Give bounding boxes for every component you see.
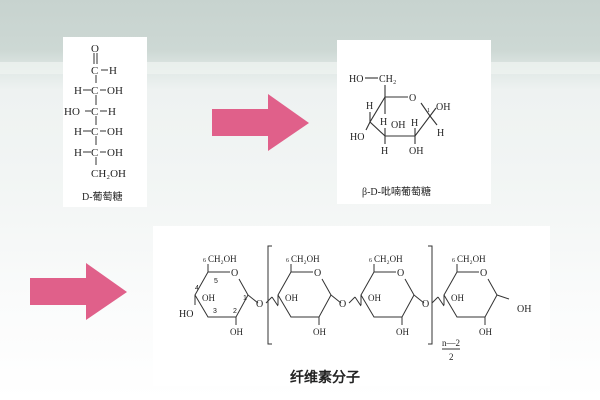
carbon-number: 3 (213, 308, 217, 315)
oh-label: OH (368, 293, 381, 303)
atom: C (91, 126, 98, 138)
ch2oh-label: CH₂OH (291, 254, 320, 264)
ho-label: HO (179, 309, 193, 320)
atom: H (366, 101, 373, 112)
glucopyranose-structure: HO CH₂ O H H OH 1 H HO OH H H OH β-D-吡喃葡… (349, 74, 450, 198)
atom: CH₂ (379, 74, 396, 85)
glycosidic-oxygen: O (256, 299, 263, 310)
atom: H (109, 65, 117, 77)
atom: OH (107, 85, 123, 97)
bond (330, 294, 342, 304)
glycosidic-oxygen: O (339, 299, 346, 310)
carbon-number: 4 (195, 285, 199, 292)
bond (271, 296, 279, 307)
atom: OH (436, 102, 450, 113)
atom: OH (391, 120, 405, 131)
atom: H (108, 106, 116, 118)
atom: HO (64, 106, 80, 118)
atom: OH (409, 146, 423, 157)
d-glucose-panel: O C H H C OH HO C H H C OH H C OH CH₂OH … (63, 37, 147, 207)
carbon-number: 6 (369, 258, 372, 264)
glucopyranose-caption: β-D-吡喃葡萄糖 (362, 185, 431, 198)
bond (413, 294, 425, 304)
atom: C (91, 147, 98, 159)
bond (348, 296, 356, 304)
bond (265, 296, 273, 304)
glycosidic-oxygen: O (422, 299, 429, 310)
carbon-number: 6 (286, 258, 289, 264)
atom: OH (107, 147, 123, 159)
atom: C (91, 85, 98, 97)
bond (437, 296, 445, 307)
atom: O (91, 43, 99, 55)
oh-label: OH (313, 327, 326, 337)
carbon-number: 6 (452, 258, 455, 264)
carbon-number: 1 (427, 108, 430, 114)
atom: HO (350, 132, 364, 143)
oh-label: OH (285, 293, 298, 303)
arrow-right-icon (212, 94, 309, 151)
ring-oxygen: O (409, 93, 416, 104)
ring-oxygen: O (397, 268, 404, 279)
repeat-count-bottom: 2 (449, 352, 454, 362)
atom: H (74, 126, 82, 138)
carbon-number: 2 (233, 308, 237, 315)
atom: CH₂OH (91, 168, 126, 180)
bond (354, 296, 362, 307)
oh-label: OH (202, 293, 215, 303)
ring-oxygen: O (231, 268, 238, 279)
ch2oh-label: CH₂OH (374, 254, 403, 264)
atom: H (437, 128, 444, 139)
oh-label: OH (451, 293, 464, 303)
atom: C (91, 65, 98, 77)
bond (431, 296, 439, 304)
d-glucose-caption: D-葡萄糖 (82, 190, 123, 203)
atom: C (91, 106, 98, 118)
bracket-left (267, 245, 272, 345)
d-glucose-structure: O C H H C OH HO C H H C OH H C OH CH₂OH … (64, 43, 126, 203)
atom: H (74, 147, 82, 159)
ring-oxygen: O (480, 268, 487, 279)
carbon-number: 1 (243, 295, 247, 302)
bond (247, 294, 259, 304)
oh-label: OH (230, 327, 243, 337)
oh-label: OH (479, 327, 492, 337)
atom: HO (349, 74, 363, 85)
atom: H (411, 118, 418, 129)
beta-d-glucopyranose-panel: HO CH₂ O H H OH 1 H HO OH H H OH β-D-吡喃葡… (337, 40, 491, 204)
carbon-number: 5 (214, 278, 218, 285)
ring-oxygen: O (314, 268, 321, 279)
repeat-count-top: n—2 (442, 338, 460, 348)
arrow-right-icon (30, 263, 127, 320)
ch2oh-label: CH₂OH (457, 254, 486, 264)
atom: H (74, 85, 82, 97)
bond (496, 294, 510, 300)
ch2oh-label: CH₂OH (208, 254, 237, 264)
oh-label: OH (396, 327, 409, 337)
carbon-number: 6 (203, 258, 206, 264)
cellulose-caption: 纤维素分子 (290, 369, 360, 386)
bracket-right (428, 245, 433, 345)
atom: H (381, 146, 388, 157)
atom: OH (107, 126, 123, 138)
oh-label: OH (517, 304, 531, 315)
atom: H (380, 117, 387, 128)
